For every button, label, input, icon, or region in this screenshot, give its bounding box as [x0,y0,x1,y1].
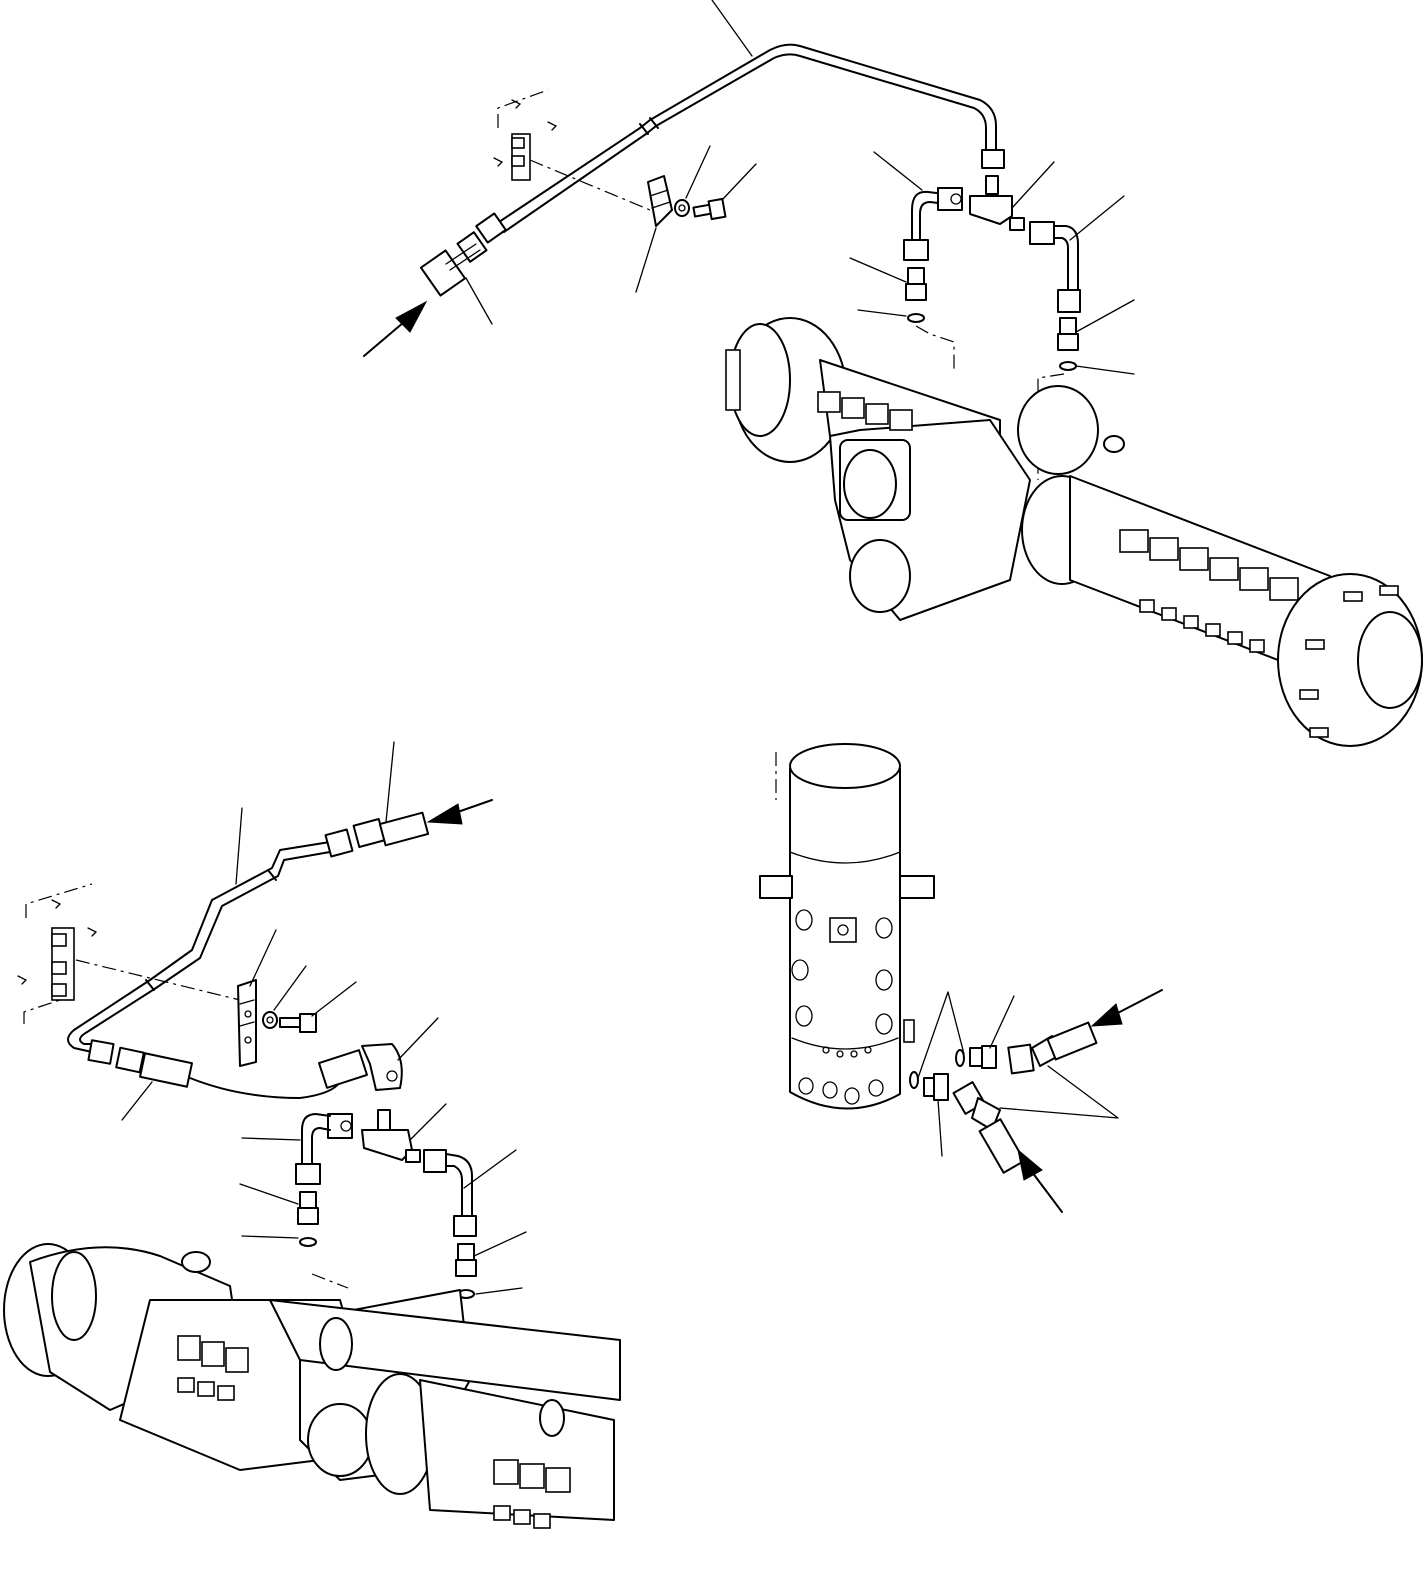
front-left-elbow-tube [295,1113,353,1185]
rear-left-connector [905,267,927,323]
swivel-upper-hose [1007,1021,1098,1075]
rear-clamp-washer [674,199,690,217]
front-right-elbow-tube [423,1149,477,1237]
swivel-upper-connector [969,1045,997,1069]
front-brake-tube [67,841,331,1053]
swivel-lower-connector [923,1073,949,1101]
front-clamp-centerline [75,959,241,1001]
front-connector-centerlines [311,1273,461,1380]
swivel-lower-hose [952,1081,1026,1174]
leader-swivel-lower-connector [937,1099,943,1157]
leader-rear-left-washer [857,309,907,317]
leader-front-tube [235,807,243,885]
front-clamp-bolt [279,1013,317,1033]
swivel-lower-washer [909,1071,919,1089]
swivel-joint-ports [791,909,893,1105]
leader-swivel-washers [917,991,965,1079]
leader-front-left-connector [239,1183,299,1205]
rear-right-elbow-tube [1029,221,1081,313]
front-tube-clamp [237,979,257,1067]
rear-left-elbow-tube [903,187,963,261]
leader-rear-bolt [721,163,757,201]
front-right-connector [455,1243,477,1299]
leader-rear-hose-fitting [465,277,493,325]
rear-axle-hub-studs [1299,585,1399,738]
rear-input-arrow [363,300,428,357]
leader-front-hose-fitting-top [385,741,395,823]
swivel-joint-group [759,743,1163,1213]
leader-front-elbow-hose [397,1017,439,1061]
rear-right-connector [1057,317,1079,371]
swivel-upper-washer [955,1049,965,1067]
leader-front-washer [273,965,307,1011]
front-axle-fins [177,1335,571,1529]
rear-axle-fins [817,391,1299,653]
leader-front-left-elbow [241,1137,301,1141]
leader-rear-left-connector [849,257,907,283]
front-hose-fitting-bottom [115,1046,193,1088]
front-flexible-hose [189,1077,341,1099]
rear-tube-clamp [647,175,673,227]
rear-tube-nut [475,212,507,244]
leader-front-right-connector [473,1231,527,1257]
front-input-arrow [426,799,493,825]
leader-front-left-washer [241,1235,299,1239]
leader-front-right-washer [475,1287,523,1295]
front-axle-piping-group [3,741,621,1529]
leader-front-clamp [249,929,277,987]
leader-front-right-elbow [463,1149,517,1189]
swivel-upper-input-arrow [1090,989,1163,1027]
rear-left-connector-centerline [915,325,955,372]
rear-clamp-centerline [529,159,651,211]
leader-rear-right-connector [1075,299,1135,333]
leader-rear-left-elbow [873,151,923,191]
leader-rear-tee [1011,161,1055,209]
leader-swivel-hoses [999,1065,1119,1119]
leader-swivel-upper-connector [989,995,1015,1049]
front-frame-bracket [17,883,98,1024]
rear-hose-fitting [419,231,488,297]
leader-rear-clamp [635,227,657,293]
front-elbow-hose-fitting [318,1043,403,1091]
leader-rear-washer [685,145,711,199]
front-tube-bottom-nut [87,1039,115,1065]
front-left-connector [297,1191,319,1247]
front-tee-connector [361,1109,421,1163]
leader-rear-right-elbow [1069,195,1125,241]
swivel-lower-input-arrow [1017,1148,1063,1213]
rear-axle-piping-group [363,0,1423,747]
front-clamp-washer [262,1011,278,1029]
swivel-joint-body [759,743,935,1110]
leader-rear-right-washer [1075,365,1135,375]
rear-tee-connector [969,175,1025,231]
leader-front-tee [409,1103,447,1141]
rear-axle-housing [725,317,1423,747]
rear-frame-bracket [493,89,558,181]
rear-brake-tube [495,43,997,233]
leader-rear-tube [711,0,753,57]
leader-front-bolt [311,981,357,1017]
leader-front-hose-fitting-bottom [121,1081,153,1121]
rear-clamp-bolt [692,197,727,221]
front-tube-top-nut [324,828,354,858]
front-hose-fitting-top [352,811,430,848]
rear-tube-end-nut [981,149,1005,169]
